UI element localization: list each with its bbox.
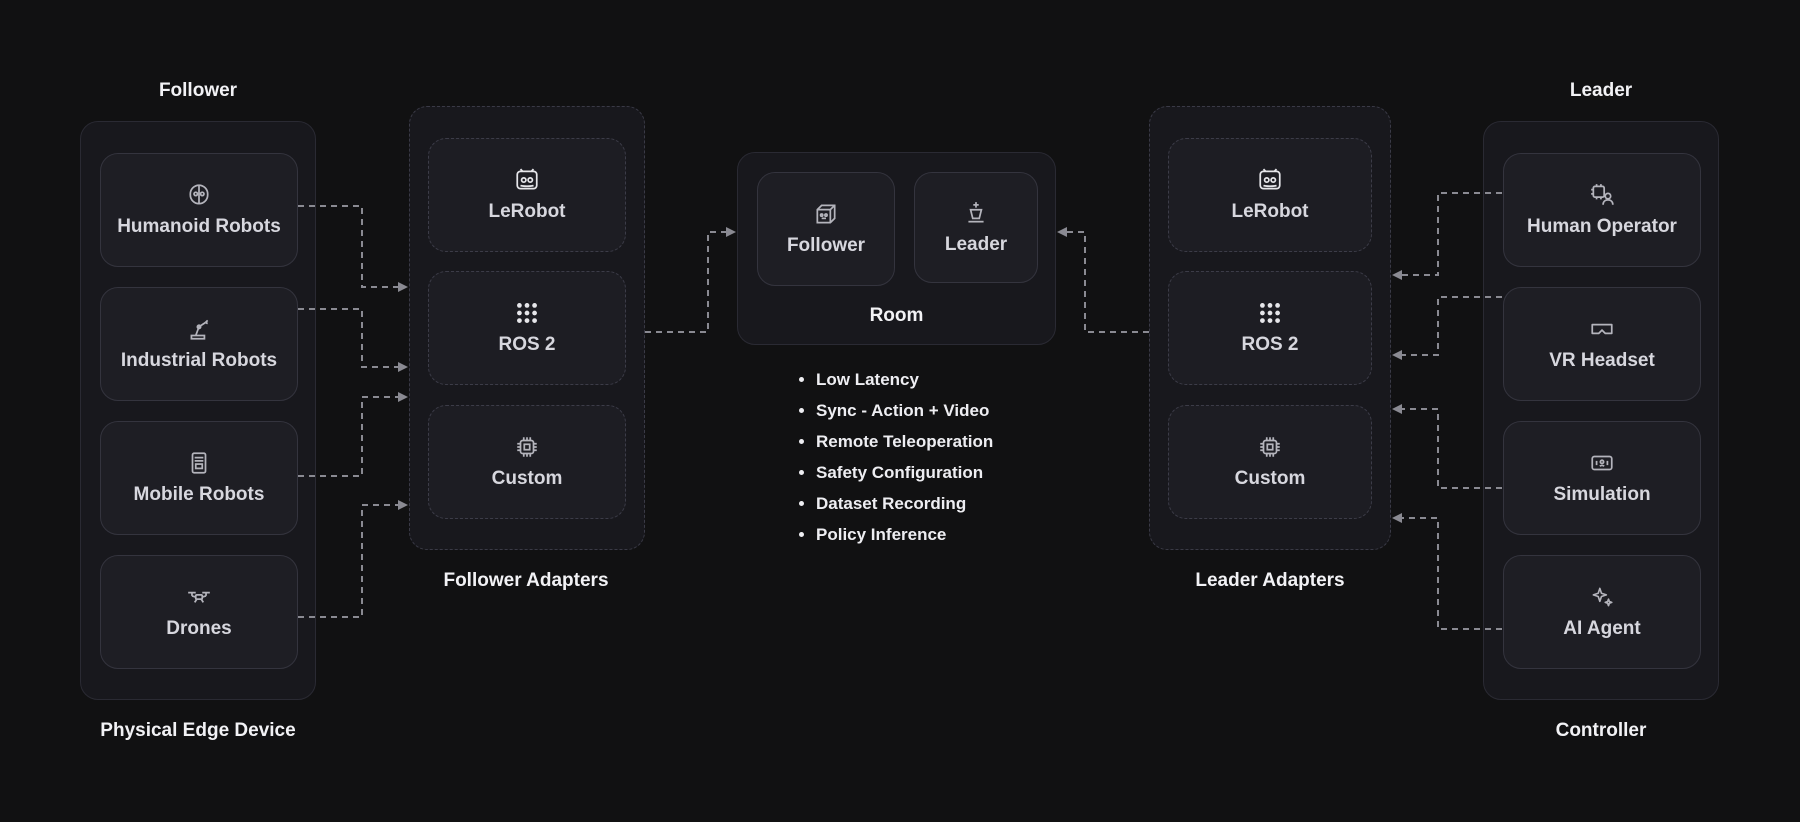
robot-arm-icon — [186, 316, 212, 342]
controller-label: AI Agent — [1563, 618, 1641, 639]
leader-adapters-label: Leader Adapters — [1195, 570, 1345, 591]
controller-vr-headset[interactable]: VR Headset — [1503, 287, 1701, 401]
adapter-label: ROS 2 — [498, 334, 556, 355]
room-title: Room — [869, 305, 924, 326]
feature-list: Low Latency Sync - Action + Video Remote… — [796, 364, 993, 550]
room-leader[interactable]: Leader — [914, 172, 1038, 283]
adapter-label: ROS 2 — [1241, 334, 1299, 355]
controller-simulation[interactable]: Simulation — [1503, 421, 1701, 535]
leader-title: Leader — [1569, 80, 1633, 101]
chip-icon — [1257, 434, 1283, 460]
ros-dots-icon — [1257, 300, 1283, 326]
feature-item: Dataset Recording — [816, 488, 993, 519]
controller-ai-agent[interactable]: AI Agent — [1503, 555, 1701, 669]
room-follower-label: Follower — [786, 235, 866, 256]
controller-human-operator[interactable]: Human Operator — [1503, 153, 1701, 267]
adapter-label: Custom — [491, 468, 563, 489]
feature-item: Low Latency — [816, 364, 993, 395]
adapter-label: LeRobot — [1231, 201, 1309, 222]
room-panel: Follower Leader Room — [737, 152, 1056, 345]
leader-adapters-panel: LeRobot ROS 2 Custom — [1149, 106, 1391, 550]
connector-follower-adapters-to-room — [645, 227, 736, 333]
adapter-label: Custom — [1234, 468, 1306, 489]
humanoid-robot-icon — [186, 182, 212, 208]
room-follower[interactable]: Follower — [757, 172, 895, 286]
lerobot-icon — [514, 167, 540, 193]
follower-adapters-label: Follower Adapters — [443, 570, 609, 591]
physical-edge-device-panel: Humanoid Robots Industrial Robots Mobile… — [80, 121, 316, 700]
controller-panel: Human Operator VR Headset Simulation AI … — [1483, 121, 1719, 700]
controller-label: Simulation — [1553, 484, 1651, 505]
follower-adapters-panel: LeRobot ROS 2 Custom — [409, 106, 645, 550]
device-industrial-robots[interactable]: Industrial Robots — [100, 287, 298, 401]
device-mobile-robots[interactable]: Mobile Robots — [100, 421, 298, 535]
controller-label: Controller — [1555, 720, 1647, 741]
simulation-icon — [1589, 450, 1615, 476]
device-label: Industrial Robots — [120, 350, 278, 371]
feature-item: Policy Inference — [816, 519, 993, 550]
follower-adapter-custom[interactable]: Custom — [428, 405, 626, 519]
drone-icon — [186, 584, 212, 610]
chip-icon — [514, 434, 540, 460]
adapter-label: LeRobot — [488, 201, 566, 222]
follower-adapter-lerobot[interactable]: LeRobot — [428, 138, 626, 252]
lerobot-icon — [1257, 167, 1283, 193]
device-drones[interactable]: Drones — [100, 555, 298, 669]
human-operator-icon — [1589, 182, 1615, 208]
connector-leader-adapters-to-room — [1057, 227, 1149, 333]
room-leader-label: Leader — [944, 233, 1008, 255]
leader-adapter-ros2[interactable]: ROS 2 — [1168, 271, 1372, 385]
chess-king-icon — [963, 200, 989, 226]
ros-dots-icon — [514, 300, 540, 326]
device-label: Drones — [166, 618, 232, 639]
device-label: Mobile Robots — [133, 484, 265, 505]
follower-title: Follower — [158, 80, 238, 101]
leader-adapter-custom[interactable]: Custom — [1168, 405, 1372, 519]
controller-label: VR Headset — [1549, 350, 1655, 371]
device-humanoid-robots[interactable]: Humanoid Robots — [100, 153, 298, 267]
physical-edge-device-label: Physical Edge Device — [100, 720, 296, 741]
sparkles-icon — [1589, 584, 1615, 610]
follower-adapter-ros2[interactable]: ROS 2 — [428, 271, 626, 385]
feature-item: Sync - Action + Video — [816, 395, 993, 426]
controller-label: Human Operator — [1527, 216, 1677, 237]
cube-face-icon — [813, 201, 839, 227]
vr-headset-icon — [1589, 316, 1615, 342]
leader-adapter-lerobot[interactable]: LeRobot — [1168, 138, 1372, 252]
feature-item: Safety Configuration — [816, 457, 993, 488]
device-label: Humanoid Robots — [117, 216, 281, 237]
feature-item: Remote Teleoperation — [816, 426, 993, 457]
mobile-robot-icon — [186, 450, 212, 476]
